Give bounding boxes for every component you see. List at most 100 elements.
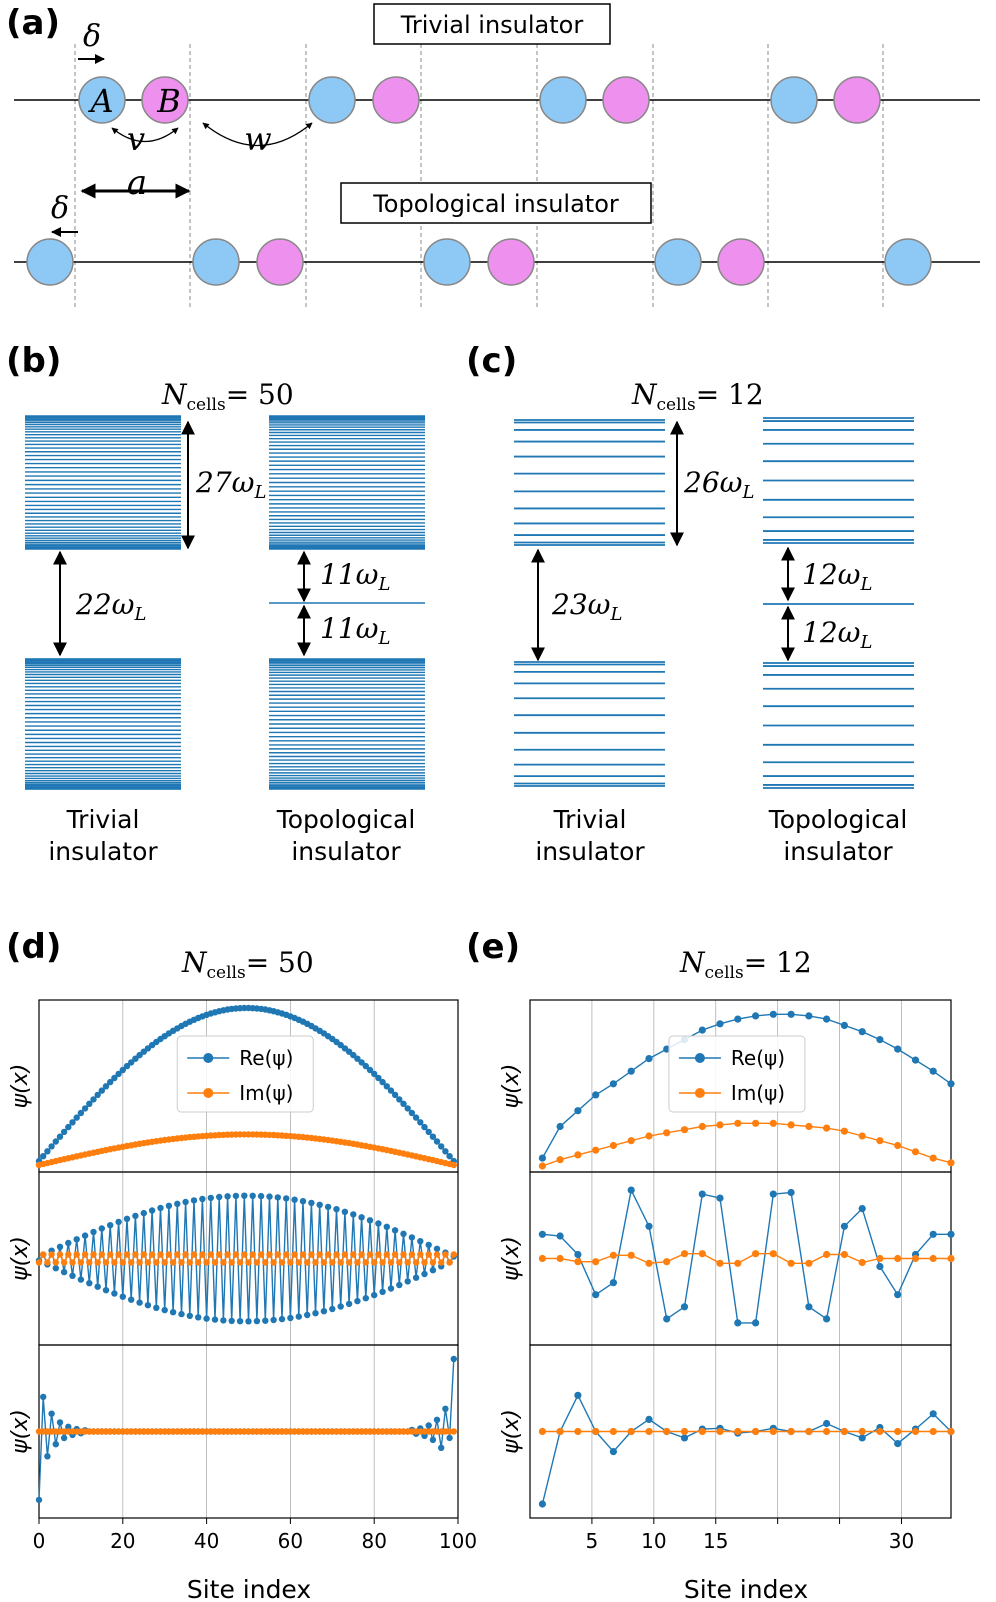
ylabel-d-axes-2: ψ(x) [8, 1409, 33, 1454]
xtick-label: 15 [703, 1529, 728, 1553]
im-point [412, 1259, 420, 1266]
im-point [538, 1427, 547, 1436]
re-point [65, 1239, 72, 1247]
im-point [645, 1427, 653, 1436]
re-point [538, 1500, 547, 1508]
re-point [823, 1315, 831, 1323]
re-point [119, 1293, 127, 1300]
im-point [165, 1251, 173, 1258]
panel-label-c: (c) [466, 341, 517, 381]
re-point [929, 1230, 937, 1238]
im-point [304, 1259, 311, 1266]
im-point [840, 1427, 849, 1436]
caption-trivial-b-1: Trivial [66, 805, 140, 834]
xlabel-d: Site index [187, 1575, 311, 1602]
re-point [312, 1310, 319, 1317]
re-point [52, 1138, 59, 1145]
im-point [894, 1427, 902, 1436]
re-point [81, 1232, 89, 1239]
re-point [425, 1422, 432, 1429]
im-point [266, 1251, 273, 1258]
trivial-insulator-box [373, 3, 611, 45]
band-width-label-b: 27ωL [195, 466, 266, 503]
topological-site-A-1 [192, 238, 240, 286]
re-point [858, 1434, 866, 1442]
re-point [947, 1080, 955, 1088]
im-point [680, 1250, 689, 1258]
caption-topo-c-2: insulator [783, 837, 893, 866]
re-point [195, 1314, 202, 1321]
im-point [253, 1259, 261, 1266]
topological-insulator-box [340, 182, 652, 224]
re-point [433, 1416, 441, 1424]
energy-levels-12 [514, 417, 914, 789]
im-point [241, 1251, 248, 1258]
topological-site-A-0 [26, 238, 74, 286]
im-point [354, 1259, 361, 1266]
re-point [438, 1143, 445, 1150]
im-point [911, 1254, 920, 1263]
im-point [929, 1154, 937, 1162]
re-point [148, 1207, 156, 1214]
re-point [362, 1295, 369, 1302]
re-point [69, 1272, 76, 1280]
topological-site-B-6 [717, 238, 765, 286]
im-point [680, 1126, 689, 1134]
im-point [375, 1251, 382, 1258]
re-point [253, 1317, 261, 1325]
re-point [102, 1287, 110, 1294]
re-point [199, 1195, 206, 1203]
im-point [734, 1119, 742, 1127]
im-point [102, 1259, 110, 1266]
re-point [404, 1105, 411, 1112]
gap-label-topo-upper-b: 11ωL [320, 558, 390, 595]
energy-levels-50 [25, 415, 425, 790]
im-point [645, 1259, 653, 1267]
re-point [446, 1153, 453, 1160]
trivial-site-A-0 [78, 76, 126, 124]
re-point [716, 1194, 724, 1202]
im-point [203, 1259, 210, 1266]
re-point [627, 1067, 635, 1075]
re-point [787, 1188, 795, 1197]
ylabel-d-axes-1: ψ(x) [8, 1236, 33, 1281]
re-point [417, 1238, 424, 1245]
legend-marker-0 [203, 1053, 214, 1063]
im-point [190, 1251, 198, 1258]
re-point [442, 1148, 449, 1155]
im-point [556, 1427, 564, 1436]
im-point [182, 1251, 189, 1258]
im-point [52, 1259, 59, 1266]
re-point [574, 1250, 582, 1259]
re-point [107, 1222, 114, 1229]
caption-trivial-c-1: Trivial [553, 805, 627, 834]
re-point [65, 1123, 72, 1131]
re-point [73, 1236, 80, 1243]
im-point [216, 1251, 223, 1258]
re-point [86, 1100, 93, 1108]
re-point [698, 1190, 706, 1198]
im-point [805, 1427, 813, 1436]
xtick-label: 5 [586, 1529, 599, 1553]
im-point [592, 1146, 600, 1154]
topological-site-B-4 [487, 238, 535, 286]
im-point [769, 1427, 777, 1436]
im-point [858, 1132, 866, 1140]
re-point [216, 1193, 223, 1201]
re-point [412, 1114, 420, 1121]
re-point [111, 1074, 118, 1082]
panel-d-title: Ncells= 50 [181, 946, 314, 983]
re-point [876, 1036, 884, 1044]
im-point [94, 1259, 101, 1266]
re-point [283, 1195, 290, 1202]
re-point [354, 1297, 361, 1305]
re-point [442, 1405, 449, 1413]
re-point [245, 1318, 252, 1325]
re-point [203, 1315, 210, 1322]
xtick-label: 100 [439, 1529, 477, 1553]
re-point [228, 1317, 235, 1325]
im-point [609, 1251, 618, 1259]
im-point [663, 1427, 671, 1436]
re-point [698, 1026, 706, 1034]
im-point [224, 1251, 231, 1258]
